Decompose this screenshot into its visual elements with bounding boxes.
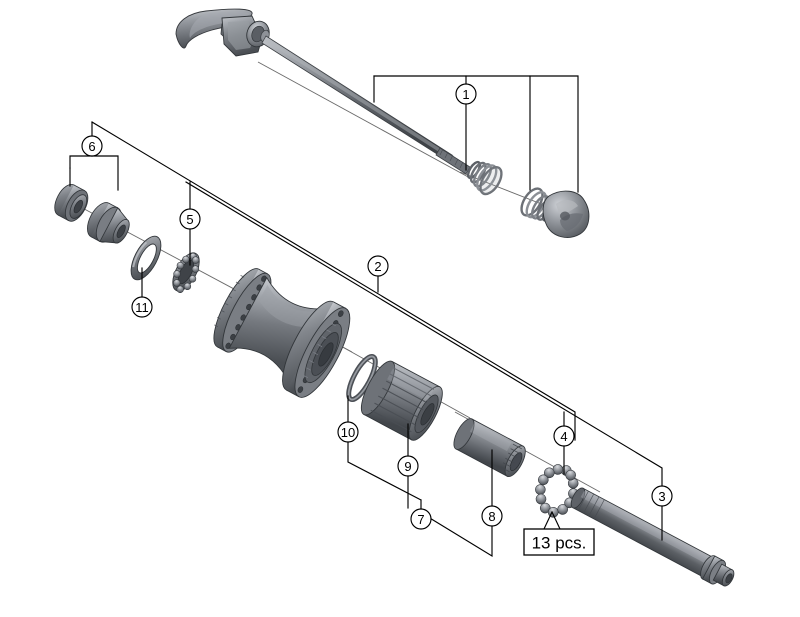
callout-1[interactable]: 1	[455, 83, 477, 105]
callout-9[interactable]: 9	[397, 455, 419, 477]
leader-8	[419, 449, 493, 558]
callout-3[interactable]: 3	[651, 485, 673, 507]
callout-7[interactable]: 7	[410, 508, 432, 530]
leader-2	[185, 181, 663, 487]
quick-release-assembly	[175, 8, 590, 238]
locknut-cone-group	[54, 183, 130, 244]
callout-4[interactable]: 4	[553, 425, 575, 447]
quick-release-skewer-rod	[261, 35, 471, 175]
callout-bubbles: 1 2 3 4 5 6	[81, 83, 673, 530]
locknut	[54, 183, 89, 222]
quick-release-adjusting-nut	[542, 190, 590, 238]
freehub-body	[360, 360, 443, 441]
o-ring-seal	[346, 353, 378, 403]
leader-1	[373, 75, 579, 193]
quick-release-lever	[175, 8, 270, 57]
caged-ball-bearing	[172, 252, 200, 293]
axle	[570, 487, 735, 587]
callout-6[interactable]: 6	[81, 135, 103, 157]
hub-shell	[213, 268, 351, 398]
callout-2[interactable]: 2	[367, 255, 389, 277]
freehub-driver-sleeve	[453, 418, 526, 478]
leader-lines	[69, 75, 663, 558]
callout-11[interactable]: 11	[131, 296, 153, 318]
seal-washer	[130, 235, 162, 281]
callout-8[interactable]: 8	[481, 505, 503, 527]
callout-5[interactable]: 5	[179, 208, 201, 230]
callout-10[interactable]: 10	[337, 421, 359, 443]
leader-6-long	[91, 121, 576, 441]
quantity-annotation-13pcs: 13 pcs.	[523, 528, 595, 556]
leader-10	[347, 395, 422, 501]
quick-release-spring-left	[466, 160, 503, 196]
leader-13pcs	[543, 511, 561, 530]
cone	[87, 202, 130, 244]
